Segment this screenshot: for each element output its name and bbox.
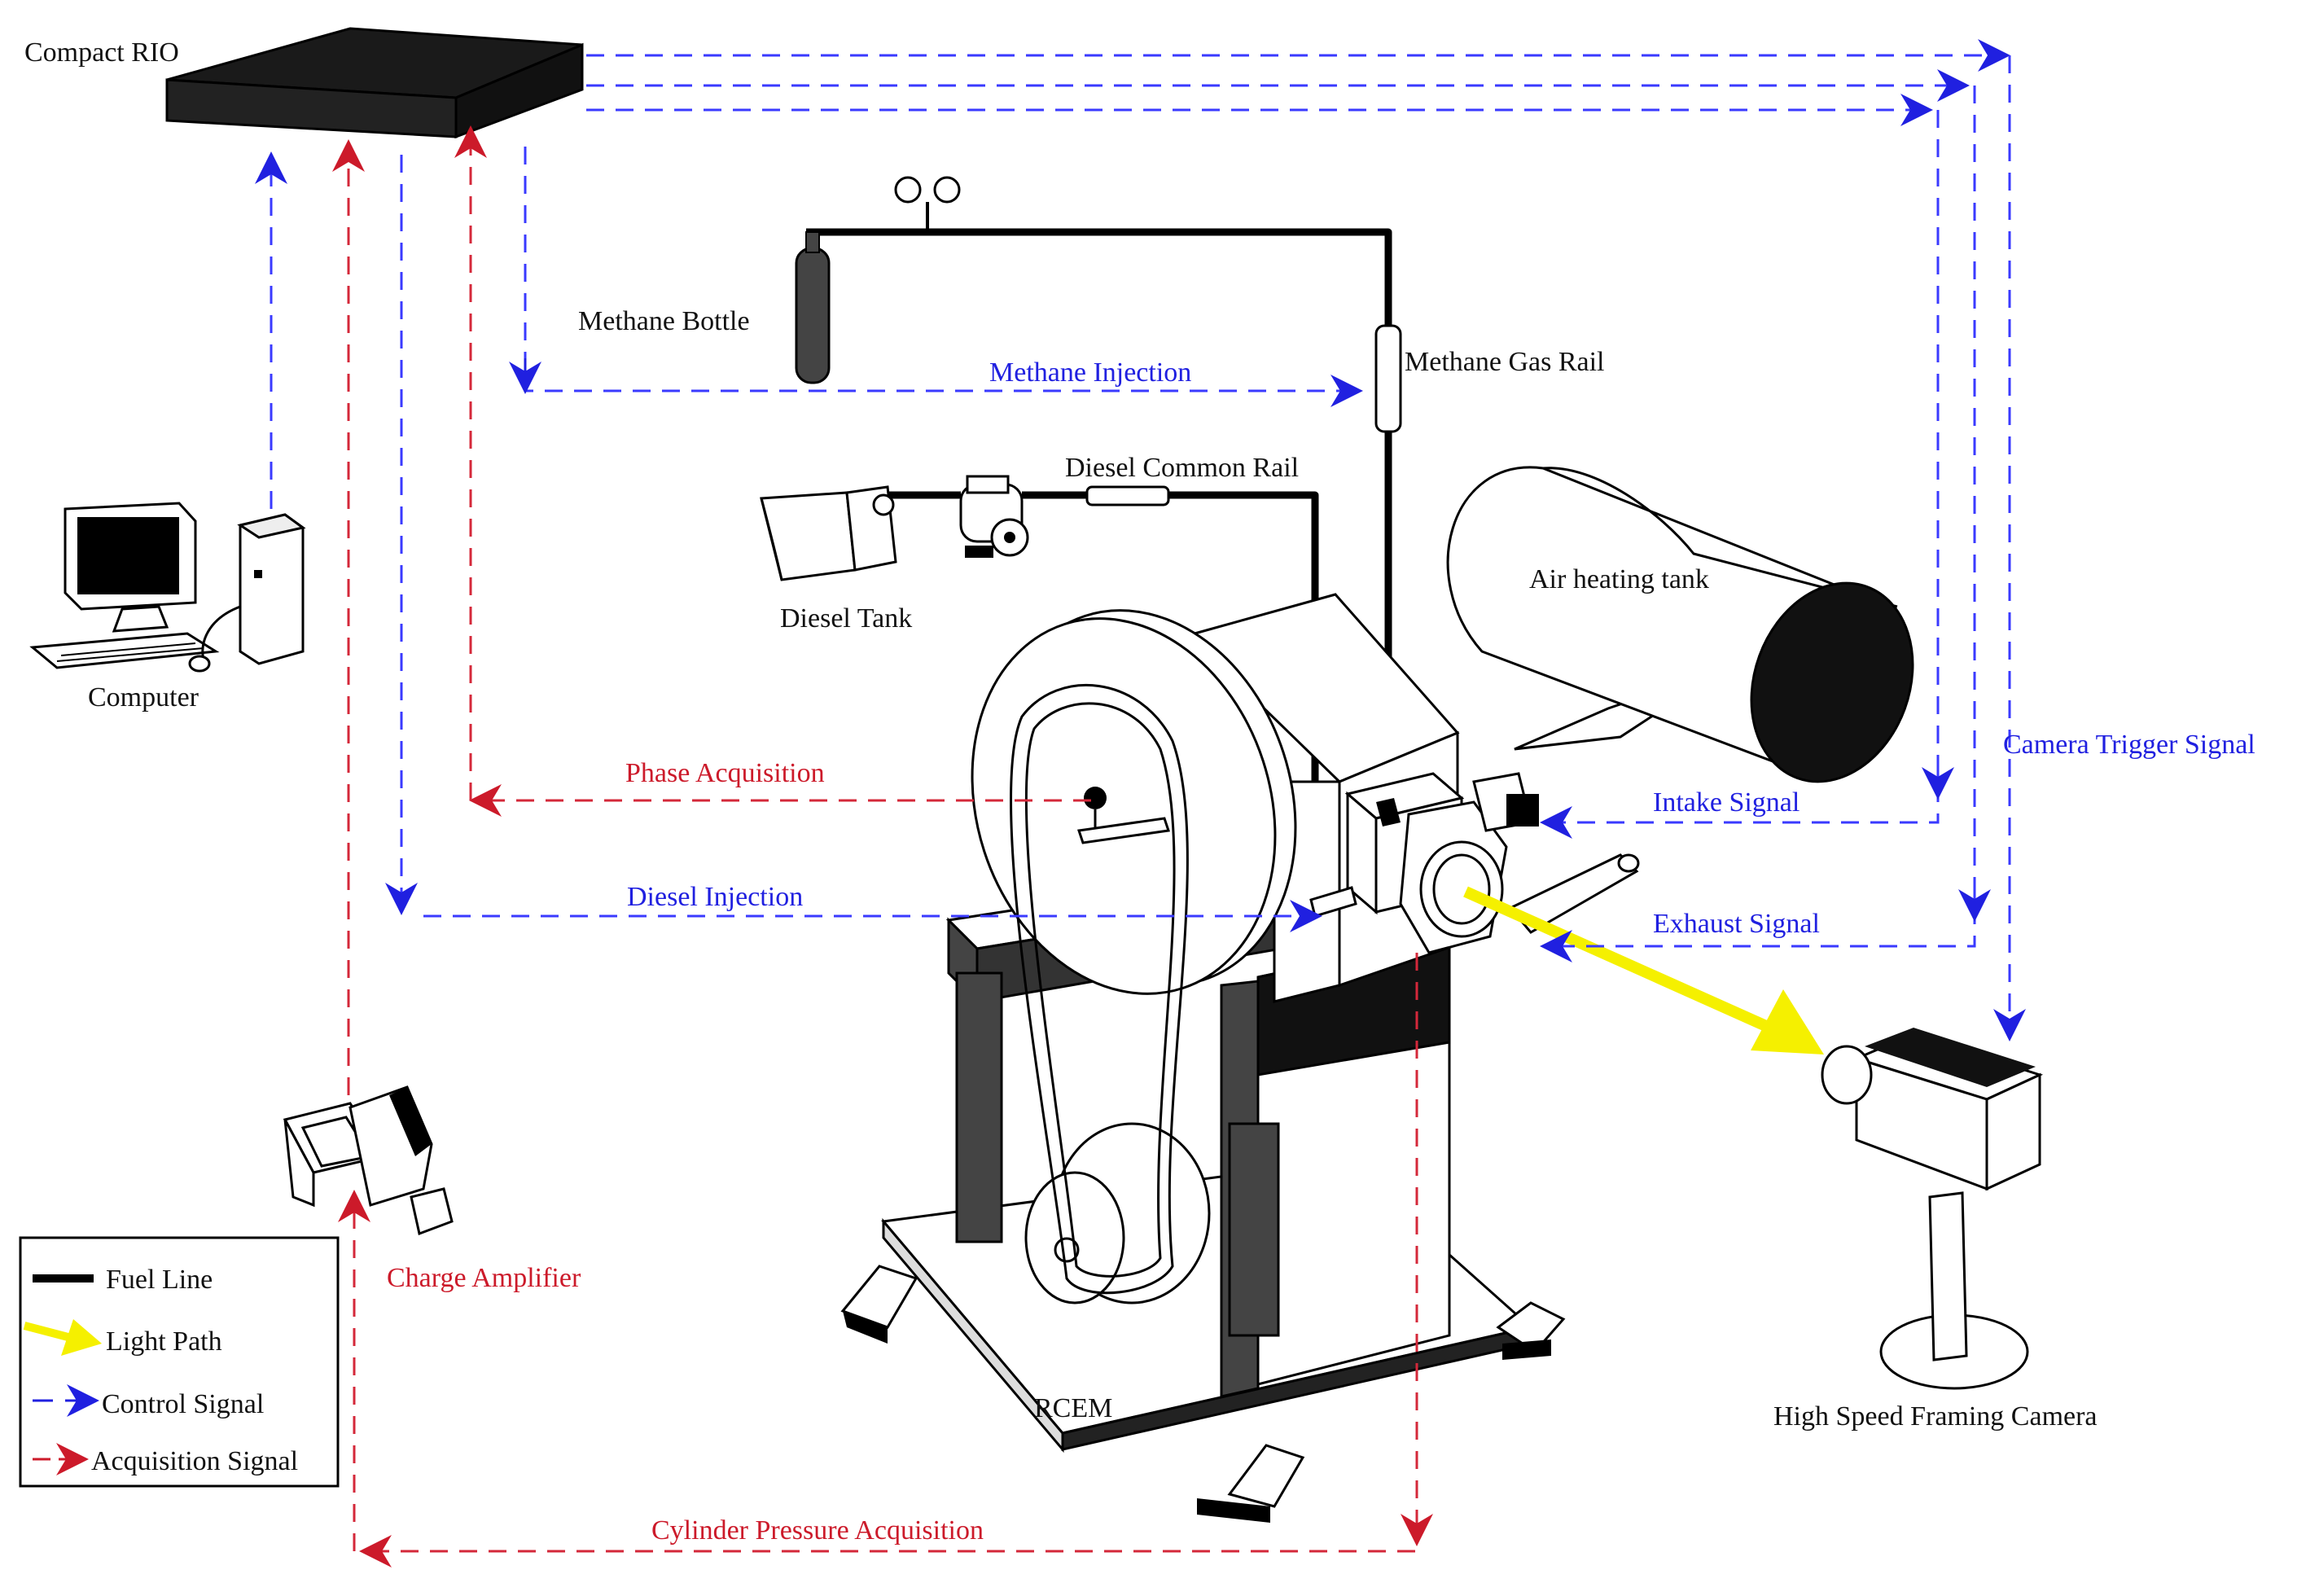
air-heating-tank-icon — [1446, 466, 1914, 783]
diesel-common-rail-label: Diesel Common Rail — [1065, 453, 1299, 483]
diesel-fuel-line — [883, 491, 1319, 900]
charge-amplifier-icon — [283, 1085, 454, 1236]
high-speed-camera-icon — [1821, 1028, 2044, 1390]
cylinder-pressure-acquisition-label: Cylinder Pressure Acquisition — [651, 1515, 984, 1546]
methane-valve-icon — [894, 176, 961, 232]
high-speed-camera-label: High Speed Framing Camera — [1773, 1401, 2098, 1432]
legend-light-path-swatch — [23, 1319, 102, 1356]
diesel-pump-icon — [959, 475, 1029, 558]
compact-rio-box — [165, 27, 584, 139]
methane-bottle-icon — [795, 231, 831, 384]
legend-fuel-line-label: Fuel Line — [106, 1265, 213, 1295]
methane-gas-rail-label: Methane Gas Rail — [1405, 347, 1605, 377]
legend-control-signal-label: Control Signal — [102, 1389, 264, 1419]
rcem-engine-icon — [840, 593, 1640, 1523]
computer-icon — [29, 502, 306, 673]
diesel-tank-label: Diesel Tank — [780, 603, 912, 634]
legend-acquisition-signal-label: Acquisition Signal — [91, 1446, 298, 1476]
air-heating-tank-label: Air heating tank — [1529, 564, 1709, 594]
methane-bottle-label: Methane Bottle — [578, 306, 750, 336]
charge-amplifier-label: Charge Amplifier — [387, 1263, 581, 1293]
diesel-injection-label: Diesel Injection — [627, 882, 803, 912]
methane-gas-rail-icon — [1374, 324, 1402, 433]
methane-injection-signal-line — [524, 147, 1363, 407]
legend-light-path-label: Light Path — [106, 1326, 222, 1357]
exhaust-signal-label: Exhaust Signal — [1653, 909, 1820, 939]
camera-trigger-signal-label: Camera Trigger Signal — [2003, 730, 2255, 760]
intake-signal-label: Intake Signal — [1653, 787, 1800, 818]
compact-rio-label: Compact RIO — [24, 37, 179, 68]
rcem-label: RCEM — [1034, 1393, 1112, 1423]
light-path-arrow — [1463, 886, 1824, 1054]
intake-signal-line — [1540, 110, 1940, 839]
methane-injection-label: Methane Injection — [989, 357, 1191, 388]
phase-acquisition-label: Phase Acquisition — [625, 758, 825, 788]
computer-label: Computer — [88, 682, 199, 712]
diesel-common-rail-icon — [1085, 485, 1170, 506]
legend: Fuel Line Light Path Control Signal Acqu… — [19, 1236, 340, 1488]
exhaust-signal-line — [1540, 86, 1976, 962]
diesel-tank-icon — [760, 485, 897, 581]
